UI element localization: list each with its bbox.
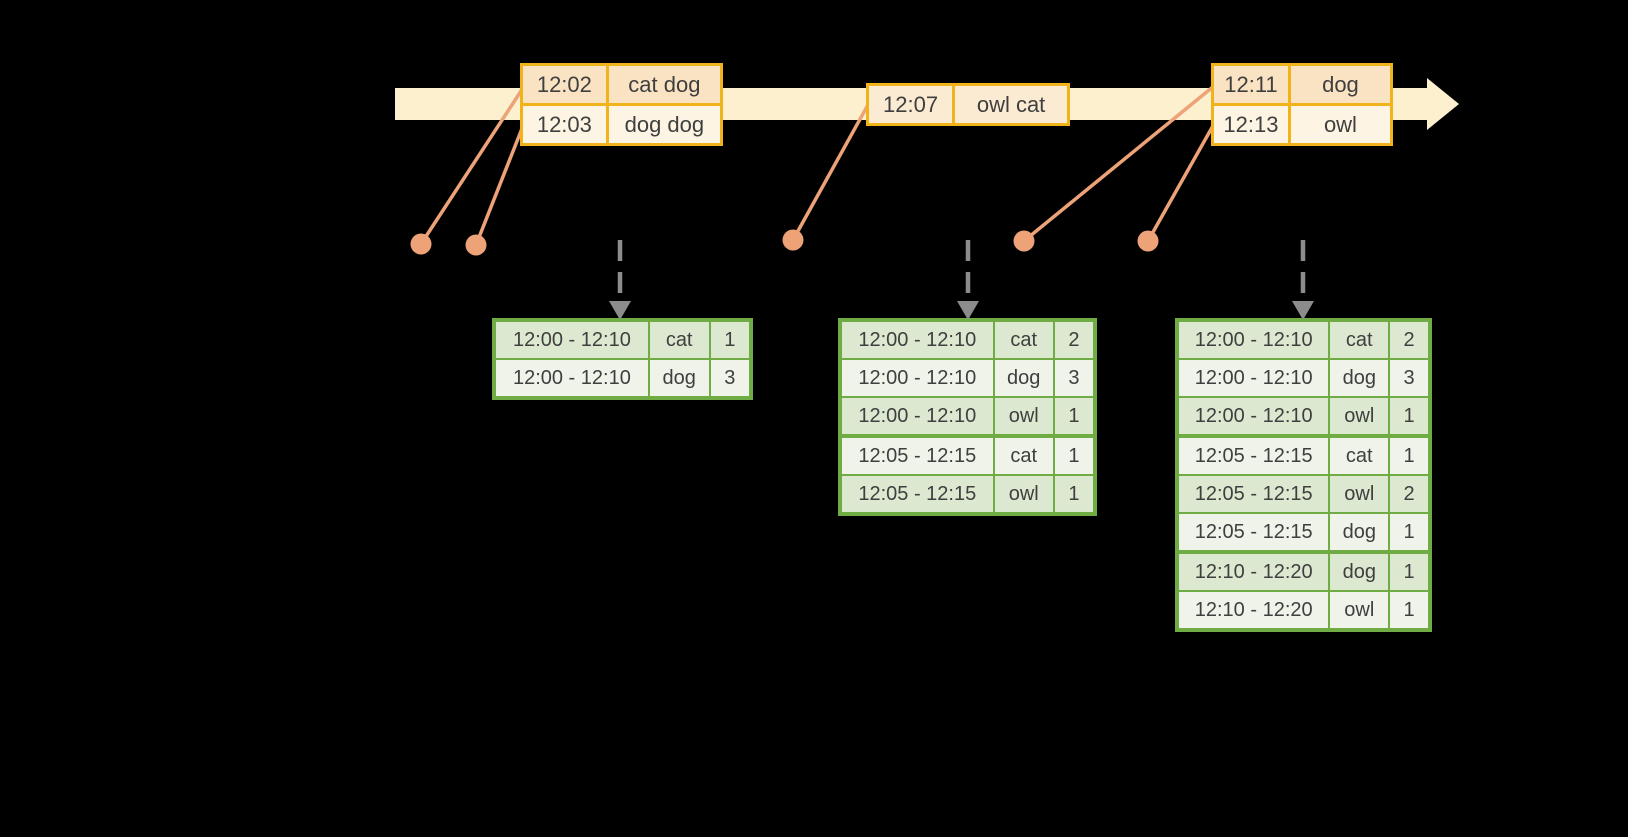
count-cell: 2 xyxy=(1388,322,1428,358)
result-row: 12:00 - 12:10 dog 3 xyxy=(1179,358,1428,396)
window-cell: 12:05 - 12:15 xyxy=(842,438,993,474)
window-cell: 12:05 - 12:15 xyxy=(1179,514,1329,550)
connector-line xyxy=(1022,84,1216,243)
window-cell: 12:00 - 12:10 xyxy=(842,360,993,396)
result-row: 12:00 - 12:10 owl 1 xyxy=(842,396,1093,434)
result-row: 12:05 - 12:15 owl 2 xyxy=(1179,474,1428,512)
count-cell: 2 xyxy=(1052,322,1093,358)
word-cell: owl xyxy=(1328,398,1389,434)
event-words-cell: dog dog xyxy=(605,106,720,143)
count-cell: 1 xyxy=(1052,476,1093,512)
word-cell: dog xyxy=(992,360,1053,396)
window-cell: 12:00 - 12:10 xyxy=(842,398,993,434)
count-cell: 3 xyxy=(708,360,749,396)
result-table-1: 12:00 - 12:10 cat 1 12:00 - 12:10 dog 3 xyxy=(492,318,753,400)
word-cell: cat xyxy=(1328,438,1389,474)
result-row: 12:00 - 12:10 cat 2 xyxy=(1179,322,1428,358)
window-cell: 12:05 - 12:15 xyxy=(1179,438,1329,474)
event-words-cell: cat dog xyxy=(605,66,720,103)
result-row: 12:05 - 12:15 cat 1 xyxy=(1179,434,1428,474)
count-cell: 1 xyxy=(1052,398,1093,434)
result-row: 12:05 - 12:15 dog 1 xyxy=(1179,512,1428,550)
event-dot xyxy=(410,233,432,255)
count-cell: 3 xyxy=(1388,360,1428,396)
result-row: 12:10 - 12:20 owl 1 xyxy=(1179,590,1428,628)
result-row: 12:00 - 12:10 cat 2 xyxy=(842,322,1093,358)
count-cell: 1 xyxy=(1388,592,1428,628)
result-row: 12:00 - 12:10 cat 1 xyxy=(496,322,749,358)
window-cell: 12:05 - 12:15 xyxy=(1179,476,1329,512)
event-dot xyxy=(1137,230,1159,252)
event-dot xyxy=(465,234,487,256)
word-cell: dog xyxy=(1328,554,1389,590)
window-cell: 12:00 - 12:10 xyxy=(496,360,648,396)
trigger-arrowhead-icon xyxy=(1292,301,1314,320)
event-table-3: 12:11 dog 12:13 owl xyxy=(1211,63,1393,146)
result-row: 12:00 - 12:10 dog 3 xyxy=(496,358,749,396)
event-words-cell: dog xyxy=(1287,66,1390,103)
word-cell: cat xyxy=(647,322,709,358)
window-cell: 12:00 - 12:10 xyxy=(1179,360,1329,396)
word-cell: owl xyxy=(1328,476,1389,512)
event-row: 12:11 dog xyxy=(1214,66,1390,103)
count-cell: 1 xyxy=(1388,514,1428,550)
result-table-3: 12:00 - 12:10 cat 2 12:00 - 12:10 dog 3 … xyxy=(1175,318,1432,632)
count-cell: 1 xyxy=(1388,438,1428,474)
word-cell: owl xyxy=(1328,592,1389,628)
word-cell: dog xyxy=(1328,514,1389,550)
connector-line xyxy=(474,125,525,246)
connector-line xyxy=(791,102,871,241)
event-table-2: 12:07 owl cat xyxy=(866,83,1070,126)
event-row: 12:07 owl cat xyxy=(869,86,1067,123)
event-time-cell: 12:13 xyxy=(1214,106,1288,143)
result-table-2: 12:00 - 12:10 cat 2 12:00 - 12:10 dog 3 … xyxy=(838,318,1097,516)
result-row: 12:05 - 12:15 cat 1 xyxy=(842,434,1093,474)
count-cell: 1 xyxy=(708,322,749,358)
event-row: 12:13 owl xyxy=(1214,103,1390,143)
count-cell: 1 xyxy=(1388,398,1428,434)
event-time-cell: 12:11 xyxy=(1214,66,1288,103)
count-cell: 1 xyxy=(1052,438,1093,474)
window-cell: 12:05 - 12:15 xyxy=(842,476,993,512)
window-cell: 12:10 - 12:20 xyxy=(1179,554,1329,590)
word-cell: cat xyxy=(992,438,1053,474)
event-words-cell: owl xyxy=(1287,106,1390,143)
window-cell: 12:00 - 12:10 xyxy=(842,322,993,358)
count-cell: 1 xyxy=(1388,554,1428,590)
result-row: 12:05 - 12:15 owl 1 xyxy=(842,474,1093,512)
word-cell: dog xyxy=(647,360,709,396)
word-cell: cat xyxy=(992,322,1053,358)
count-cell: 3 xyxy=(1052,360,1093,396)
trigger-arrowhead-icon xyxy=(957,301,979,320)
event-time-cell: 12:07 xyxy=(869,86,953,123)
event-row: 12:03 dog dog xyxy=(523,103,720,143)
event-dot xyxy=(782,229,804,251)
connector-line xyxy=(1146,123,1216,242)
timeline-arrowhead-icon xyxy=(1427,78,1459,130)
event-table-1: 12:02 cat dog 12:03 dog dog xyxy=(520,63,723,146)
word-cell: owl xyxy=(992,398,1053,434)
trigger-arrowhead-icon xyxy=(609,301,631,320)
word-cell: dog xyxy=(1328,360,1389,396)
word-cell: cat xyxy=(1328,322,1389,358)
connector-line xyxy=(419,87,525,245)
window-cell: 12:10 - 12:20 xyxy=(1179,592,1329,628)
window-cell: 12:00 - 12:10 xyxy=(496,322,648,358)
event-row: 12:02 cat dog xyxy=(523,66,720,103)
window-cell: 12:00 - 12:10 xyxy=(1179,398,1329,434)
event-time-cell: 12:03 xyxy=(523,106,606,143)
result-row: 12:00 - 12:10 owl 1 xyxy=(1179,396,1428,434)
word-cell: owl xyxy=(992,476,1053,512)
count-cell: 2 xyxy=(1388,476,1428,512)
event-dot xyxy=(1013,230,1035,252)
window-cell: 12:00 - 12:10 xyxy=(1179,322,1329,358)
event-words-cell: owl cat xyxy=(952,86,1067,123)
event-time-cell: 12:02 xyxy=(523,66,606,103)
result-row: 12:00 - 12:10 dog 3 xyxy=(842,358,1093,396)
result-row: 12:10 - 12:20 dog 1 xyxy=(1179,550,1428,590)
